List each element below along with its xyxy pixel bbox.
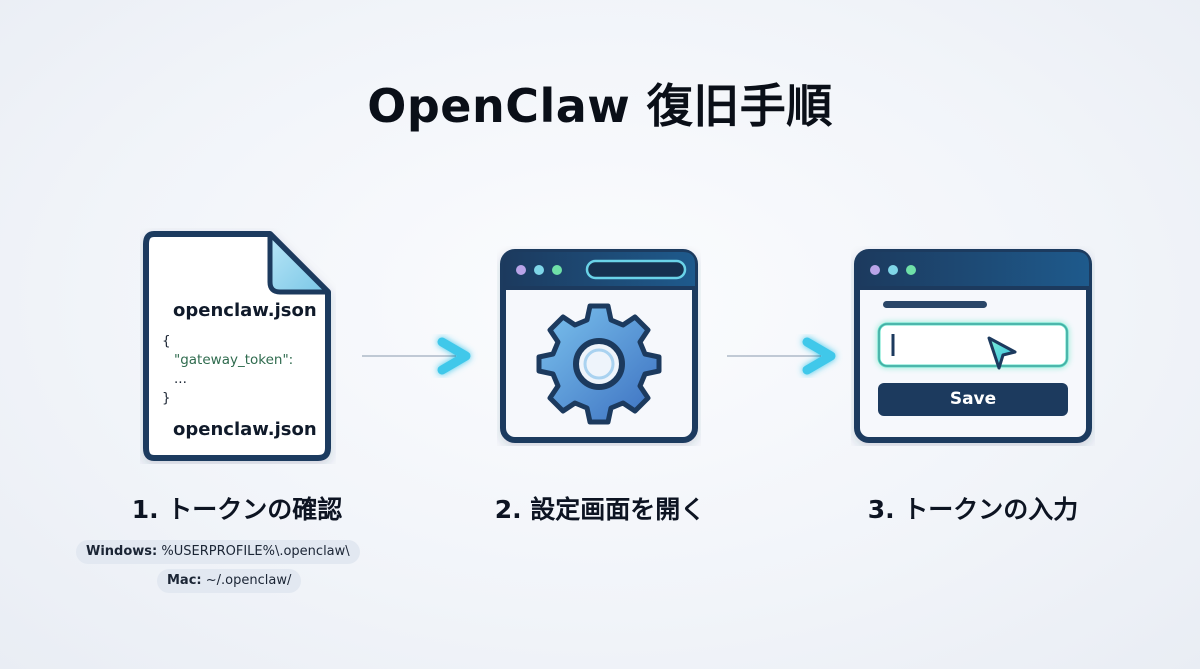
page-title: OpenClaw 復旧手順 bbox=[367, 79, 833, 133]
os-label: Windows: bbox=[86, 544, 158, 559]
window-dot-icon bbox=[534, 265, 544, 275]
windows-path-badge: Windows: %USERPROFILE%\.openclaw\ bbox=[76, 540, 360, 564]
window-dot-icon bbox=[870, 265, 880, 275]
cursor-icon bbox=[987, 336, 1017, 370]
save-button[interactable]: Save bbox=[949, 389, 997, 409]
code-line: "gateway_token": bbox=[174, 352, 294, 368]
window-dot-icon bbox=[888, 265, 898, 275]
gear-icon bbox=[536, 303, 662, 425]
step-3-label: 3. トークンの入力 bbox=[867, 495, 1079, 524]
os-label: Mac: bbox=[167, 573, 202, 588]
window-dot-icon bbox=[516, 265, 526, 275]
code-line: } bbox=[162, 390, 171, 406]
settings-window bbox=[500, 249, 698, 443]
mac-path-badge: Mac: ~/.openclaw/ bbox=[157, 569, 302, 593]
arrow-right-icon bbox=[722, 337, 836, 375]
file-name-bottom: openclaw.json bbox=[173, 419, 317, 440]
path-value: %USERPROFILE%\.openclaw\ bbox=[161, 544, 350, 559]
path-value: ~/.openclaw/ bbox=[205, 573, 292, 588]
file-name-top: openclaw.json bbox=[173, 300, 317, 321]
arrow-right-icon bbox=[357, 337, 471, 375]
token-input-window bbox=[854, 249, 1092, 443]
step-2-label: 2. 設定画面を開く bbox=[494, 495, 706, 524]
step-1-label: 1. トークンの確認 bbox=[131, 495, 343, 524]
code-line: { bbox=[162, 333, 171, 349]
code-line: ... bbox=[174, 371, 187, 387]
window-dot-icon bbox=[552, 265, 562, 275]
window-dot-icon bbox=[906, 265, 916, 275]
file-icon: openclaw.json { "gateway_token": ... } o… bbox=[140, 228, 336, 464]
